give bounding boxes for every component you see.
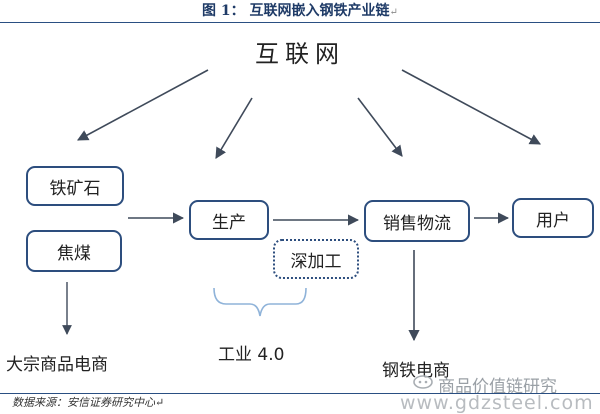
iron-ore-box: 铁矿石 bbox=[26, 166, 124, 206]
watermark-url: www.gdzsteel.com bbox=[400, 392, 594, 414]
internet-label: 互联网 bbox=[255, 40, 345, 68]
user-box: 用户 bbox=[512, 198, 594, 238]
deep-processing-label: 深加工 bbox=[290, 251, 342, 272]
arrow-internet-to-user bbox=[401, 69, 541, 145]
coke-coal-label: 焦煤 bbox=[57, 243, 91, 264]
figure-title: 图 1： 互联网嵌入钢铁产业链↵ bbox=[0, 0, 600, 23]
watermark-chinese: 商品价值链研究 bbox=[438, 377, 557, 397]
iron-ore-label: 铁矿石 bbox=[49, 178, 101, 199]
user-label: 用户 bbox=[536, 210, 570, 231]
coke-coal-box: 焦煤 bbox=[26, 230, 122, 272]
industry40-label: 工业 4.0 bbox=[218, 345, 285, 365]
bulk-ecommerce-label: 大宗商品电商 bbox=[6, 355, 108, 375]
arrow-internet-to-raw bbox=[77, 69, 209, 141]
arrow-internet-to-production bbox=[215, 97, 253, 159]
steel-ecommerce-label: 钢铁电商 bbox=[382, 361, 450, 381]
production-box: 生产 bbox=[189, 200, 269, 240]
watermark-logo-icon bbox=[413, 375, 433, 389]
source-line: 数据来源：安信证券研究中心↵ bbox=[0, 393, 600, 413]
production-label: 生产 bbox=[212, 212, 246, 233]
sales-logistics-box: 销售物流 bbox=[364, 200, 470, 242]
deep-processing-box: 深加工 bbox=[273, 239, 359, 279]
industry40-bracket bbox=[213, 287, 307, 317]
arrow-internet-to-sales bbox=[357, 97, 403, 157]
sales-logistics-label: 销售物流 bbox=[383, 213, 451, 234]
return-mark: ↵ bbox=[389, 7, 398, 18]
figure-title-text: 图 1： 互联网嵌入钢铁产业链 bbox=[202, 3, 390, 19]
